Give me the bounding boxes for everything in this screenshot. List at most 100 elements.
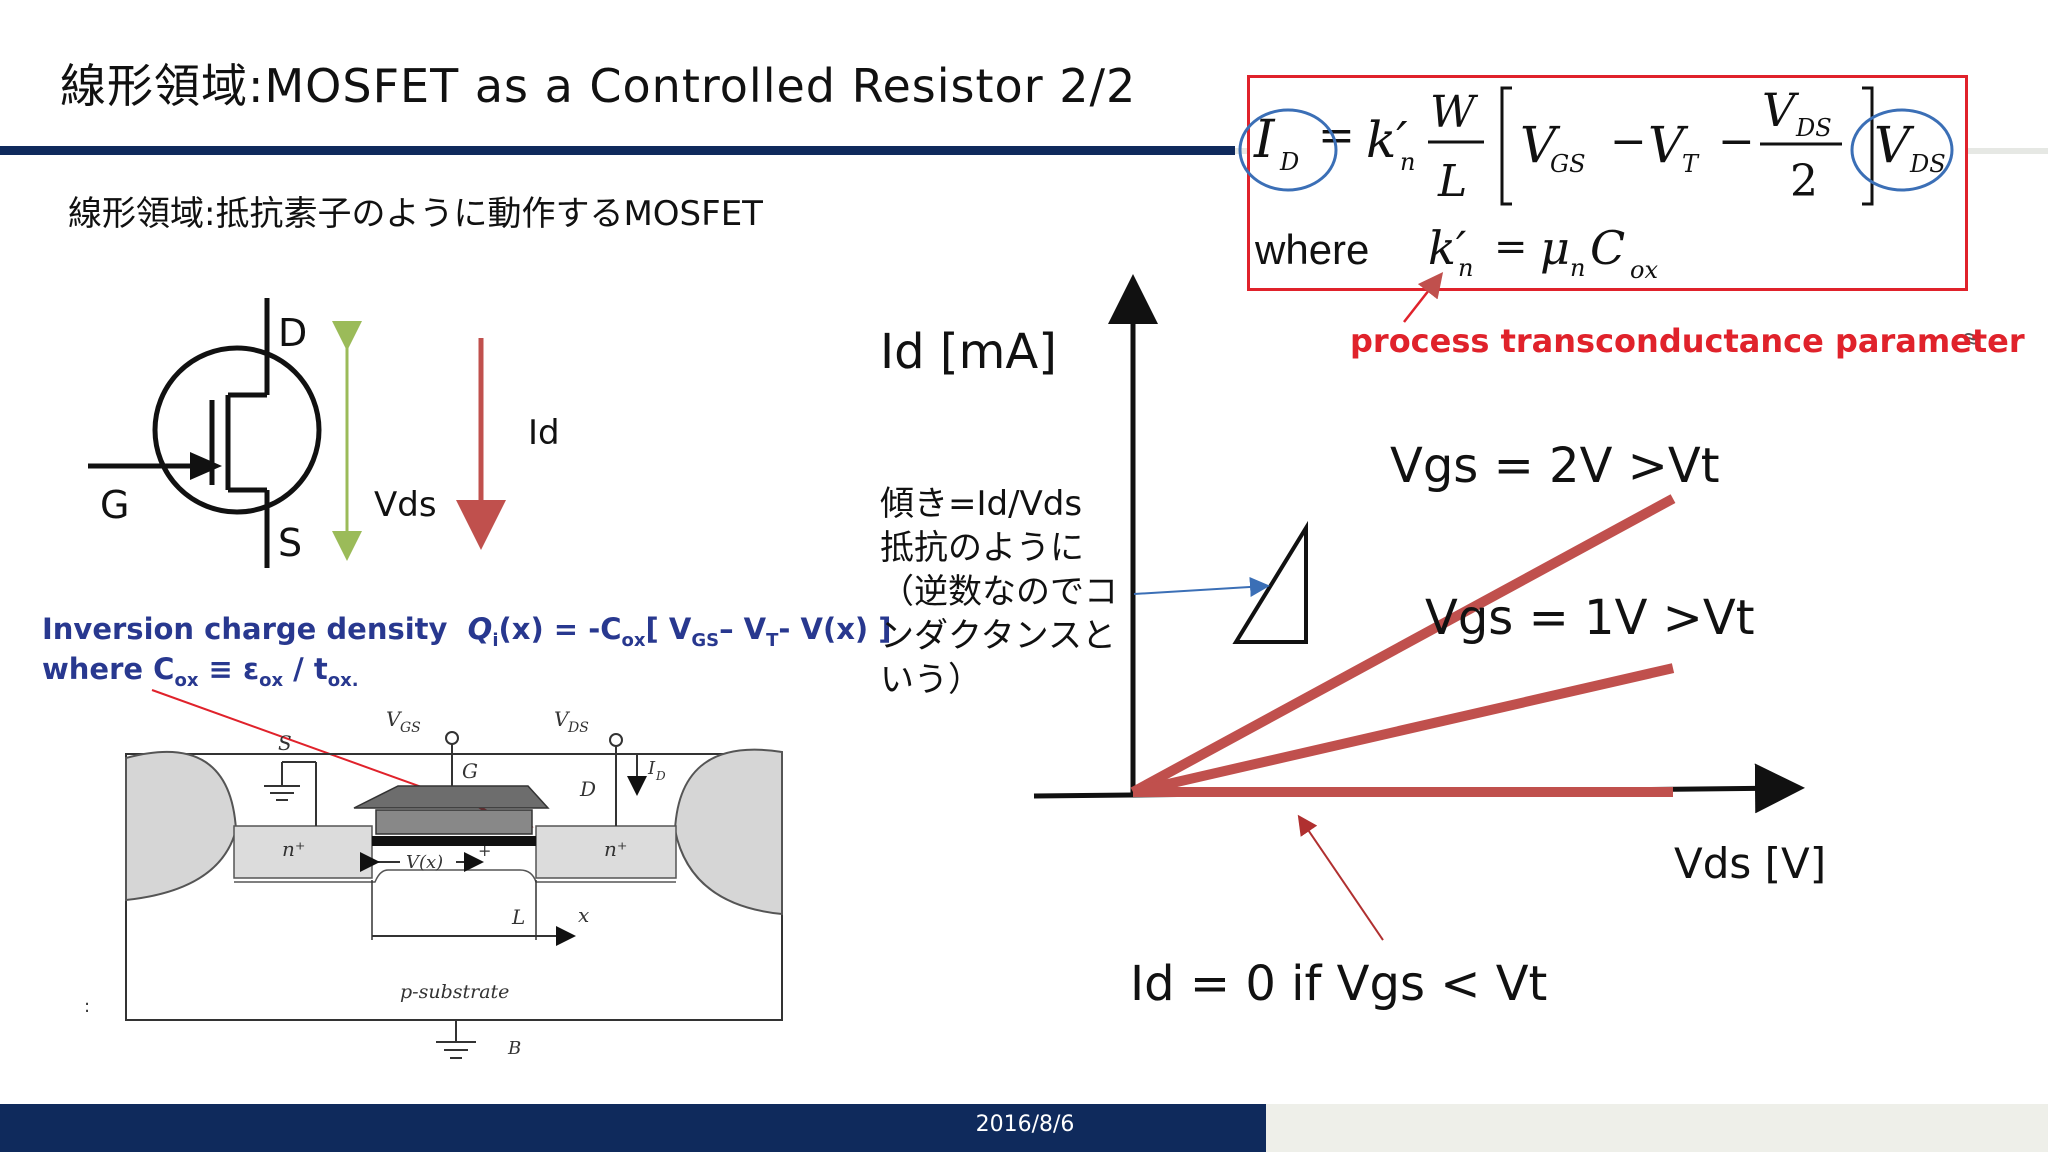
field-oxide-left xyxy=(125,750,238,902)
xs-id: I xyxy=(647,758,656,779)
xs-d: D xyxy=(579,777,596,801)
formula-k-sub: n xyxy=(1400,148,1415,176)
xs-vds-sub: DS xyxy=(567,720,589,736)
inversion-cox-sub: ox xyxy=(621,629,646,651)
circle-id-highlight xyxy=(1238,108,1338,192)
xs-n-plus-right: n⁺ xyxy=(604,837,627,861)
svg-text:=: = xyxy=(1494,224,1528,270)
inversion-tox: / t xyxy=(283,652,328,686)
gate-electrode xyxy=(353,785,550,809)
inversion-q: Q xyxy=(467,612,493,646)
slide-subtitle: 線形領域:抵抗素子のように動作するMOSFET xyxy=(68,194,763,234)
title-rule xyxy=(0,146,1235,155)
inversion-cox: (x) = -C xyxy=(498,612,622,646)
inversion-line-1: Inversion charge density Qi(x) = -Cox[ V… xyxy=(42,612,892,651)
iv-chart: Id [mA] Vds [V] Vgs = 2V >Vt Vgs = 1V >V… xyxy=(880,274,1826,1012)
inversion-line-2: where Cox ≡ εox / tox. xyxy=(42,652,359,691)
field-oxide-right xyxy=(673,748,783,916)
slope-note-line-2: 抵抗のように xyxy=(880,528,1084,568)
id-label: Id xyxy=(528,413,560,453)
vgs2-annotation: Vgs = 2V >Vt xyxy=(1390,438,1720,494)
xs-id-sub: D xyxy=(655,769,666,783)
inversion-vx: - V(x) ] xyxy=(778,612,892,646)
cropped-colon-mark: : xyxy=(84,996,90,1017)
y-axis-label: Id [mA] xyxy=(880,324,1057,380)
depletion-edge xyxy=(234,869,676,883)
vds-arrow: Vds xyxy=(332,321,437,561)
source-label: S xyxy=(278,521,302,565)
inversion-tox-sub: ox. xyxy=(327,669,359,691)
drain-label: D xyxy=(278,311,307,355)
inversion-vt-sub: T xyxy=(766,629,779,651)
formula-vds-num: V xyxy=(1762,83,1800,137)
formula-id: I xyxy=(1253,110,1276,170)
xs-vx: V(x) xyxy=(406,852,443,873)
formula-cox: C xyxy=(1590,221,1625,275)
bracket-left xyxy=(1500,86,1512,206)
formula-vt: V xyxy=(1648,116,1689,174)
slope-note-line-4: ンダクタンスと xyxy=(880,616,1116,656)
n-plus-left xyxy=(233,825,373,879)
xs-vgs-sub: GS xyxy=(400,720,421,736)
slope-note-line-3: （逆数なのでコ xyxy=(880,572,1118,612)
inversion-vgs-sub: GS xyxy=(691,629,720,651)
gate-arrow-icon xyxy=(190,452,222,480)
mosfet-cross-section: V GS V DS S G D I D n⁺ n⁺ V(x) + L x p-s… xyxy=(125,689,783,1059)
slope-note: 傾き=Id/Vds 抵抗のように （逆数なのでコ ンダクタンスと いう） xyxy=(880,482,1120,702)
mosfet-symbol: D G S xyxy=(88,298,322,568)
id-arrow: Id xyxy=(456,338,560,550)
slope-note-line-5: いう） xyxy=(880,660,982,700)
formula-mu-sub: n xyxy=(1570,254,1585,282)
off-pointer-arrow xyxy=(1297,814,1384,941)
xs-b: B xyxy=(507,1038,521,1059)
cropped-mark-icon: ≋ xyxy=(1962,327,1980,352)
gate-oxide xyxy=(375,809,533,835)
formula-k: k′ xyxy=(1366,111,1408,169)
bracket-right xyxy=(1862,86,1874,206)
slide-title: 線形領域:MOSFET as a Controlled Resistor 2/2 xyxy=(60,59,1137,113)
formula-w: W xyxy=(1430,87,1479,138)
formula-cox-sub: ox xyxy=(1630,256,1658,284)
footer-light xyxy=(1266,1104,2048,1152)
formula-where: where xyxy=(1254,226,1369,273)
formula-l: L xyxy=(1437,156,1467,207)
formula-vds: V xyxy=(1874,116,1915,174)
svg-text:−: − xyxy=(1610,116,1647,167)
xs-substrate: p-substrate xyxy=(400,981,509,1003)
inversion-vt: – V xyxy=(719,612,767,646)
footer-date: 2016/8/6 xyxy=(975,1112,1075,1137)
circle-vds-highlight xyxy=(1850,108,1954,192)
svg-text:−: − xyxy=(1718,116,1755,167)
series-line-1 xyxy=(1130,494,1676,797)
inversion-where-cox: where C xyxy=(42,652,175,686)
param-label: process transconductance parameter xyxy=(1350,322,2025,360)
formula-vgs-sub: GS xyxy=(1550,150,1586,178)
gate-terminal-icon xyxy=(445,731,459,745)
formula-two: 2 xyxy=(1790,156,1818,207)
param-pointer-arrow xyxy=(1403,272,1444,323)
formula-box xyxy=(1247,75,1968,291)
n-plus-right xyxy=(535,825,677,879)
inversion-where-cox-sub: ox xyxy=(174,669,199,691)
off-annotation: Id = 0 if Vgs < Vt xyxy=(1130,956,1547,1012)
xs-plus: + xyxy=(478,841,491,860)
vgs1-annotation: Vgs = 1V >Vt xyxy=(1425,590,1755,646)
xs-n-plus-left: n⁺ xyxy=(282,837,305,861)
slope-pointer-arrow xyxy=(1133,576,1270,597)
formula-k2: k′ xyxy=(1428,221,1467,275)
drain-terminal-icon xyxy=(609,733,623,747)
slope-triangle xyxy=(1232,520,1308,644)
xs-g: G xyxy=(462,759,478,783)
footer-bar xyxy=(0,1104,1266,1152)
inversion-text-a: Inversion charge density xyxy=(42,612,448,646)
inversion-vgs: [ V xyxy=(645,612,692,646)
mosfet-circle xyxy=(152,345,322,515)
series-line-2 xyxy=(1131,663,1675,797)
vds-label: Vds xyxy=(374,485,437,525)
inversion-eps: ≡ ε xyxy=(198,652,260,686)
xs-x: x xyxy=(578,903,589,927)
xs-l: L xyxy=(511,905,525,929)
inversion-layer xyxy=(372,836,536,846)
formula-vt-sub: T xyxy=(1682,150,1700,178)
